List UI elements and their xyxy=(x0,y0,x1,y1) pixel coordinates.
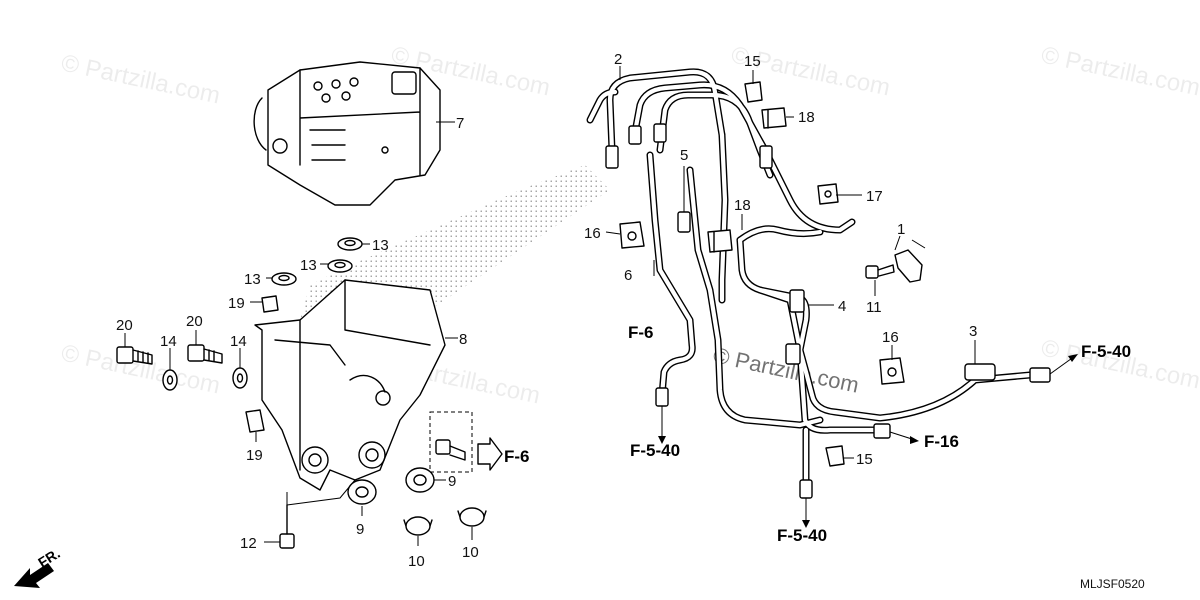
front-label: FR. xyxy=(35,545,63,571)
callout-5: 5 xyxy=(680,147,688,164)
grommet-13-top xyxy=(337,237,363,251)
front-direction-indicator: FR. xyxy=(14,545,63,588)
collar-9-right xyxy=(405,467,435,493)
diagram-code: MLJSF0520 xyxy=(1080,577,1145,591)
clamp-16-right xyxy=(879,357,905,385)
callout-13-left: 13 xyxy=(244,271,261,288)
collar-9-left xyxy=(347,479,377,505)
callout-7: 7 xyxy=(456,115,464,132)
callout-14-right: 14 xyxy=(230,333,247,350)
ref-f6-hose: F-6 xyxy=(628,323,654,342)
arrowhead xyxy=(802,520,810,528)
callout-6: 6 xyxy=(624,267,632,284)
callout-16-right: 16 xyxy=(882,329,899,346)
ref-f5-40-right: F-5-40 xyxy=(1081,342,1131,361)
callout-18-mid: 18 xyxy=(734,197,751,214)
watermark: © Partzilla.com xyxy=(1039,41,1200,101)
clip-19-bottom xyxy=(245,409,265,433)
abs-modulator xyxy=(253,61,441,206)
clamp-18-top xyxy=(761,107,787,129)
callout-8: 8 xyxy=(459,331,467,348)
ref-f6-bracket: F-6 xyxy=(504,447,530,466)
washer-14-left xyxy=(162,369,178,391)
collar-10-right xyxy=(457,507,487,527)
stay-1 xyxy=(894,249,923,283)
callout-16-left: 16 xyxy=(584,225,601,242)
grommet-13-mid xyxy=(327,259,353,273)
washer-14-right xyxy=(232,367,248,389)
callout-9-left: 9 xyxy=(356,521,364,538)
arrowhead xyxy=(658,436,666,444)
callout-11: 11 xyxy=(866,299,882,316)
leader-lines xyxy=(124,66,1076,546)
clip-17 xyxy=(817,183,839,205)
callout-10-right: 10 xyxy=(462,544,479,561)
abs-bracket xyxy=(254,279,446,491)
bolt-20-right xyxy=(187,344,223,364)
callout-4: 4 xyxy=(838,298,846,315)
collar-10-left xyxy=(403,516,433,536)
clip-19-top xyxy=(261,295,279,313)
callout-20-right: 20 xyxy=(186,313,203,330)
bolt-12 xyxy=(279,504,295,549)
brake-pipe-harness xyxy=(586,68,1051,499)
arrow-f6-right xyxy=(477,437,503,471)
callout-15-bottom: 15 xyxy=(856,451,873,468)
callout-17: 17 xyxy=(866,188,883,205)
callout-18-top: 18 xyxy=(798,109,815,126)
clip-15-bottom xyxy=(825,445,845,467)
callout-14-left: 14 xyxy=(160,333,177,350)
ref-f5-40-left: F-5-40 xyxy=(630,441,680,460)
callout-19-top: 19 xyxy=(228,295,245,312)
callout-9-right: 9 xyxy=(448,473,456,490)
ref-f5-40-bottom: F-5-40 xyxy=(777,526,827,545)
clamp-16-left xyxy=(619,221,645,249)
callout-20-left: 20 xyxy=(116,317,133,334)
clamp-18-mid xyxy=(707,229,733,253)
arrowhead xyxy=(1068,354,1078,362)
callout-12: 12 xyxy=(240,535,257,552)
bolt-f6 xyxy=(429,411,473,473)
ref-f16: F-16 xyxy=(924,432,959,451)
callout-numbers: 7 8 13 13 13 19 19 20 20 14 14 9 9 10 10… xyxy=(116,51,977,570)
callout-10-left: 10 xyxy=(408,553,425,570)
watermark: © Partzilla.com xyxy=(59,49,223,109)
callout-2: 2 xyxy=(614,51,622,68)
callout-1: 1 xyxy=(897,221,905,238)
clip-15-top xyxy=(744,81,763,103)
reference-labels: F-6 F-6 F-5-40 F-5-40 F-5-40 F-16 xyxy=(504,323,1131,545)
callout-13-top: 13 xyxy=(372,237,389,254)
front-arrow-icon xyxy=(14,563,54,588)
callout-15-top: 15 xyxy=(744,53,761,70)
callout-13-mid: 13 xyxy=(300,257,317,274)
callout-3: 3 xyxy=(969,323,977,340)
bolt-11 xyxy=(865,264,895,279)
grommet-13-left xyxy=(271,272,297,286)
bolt-20-left xyxy=(116,346,153,365)
callout-19-bottom: 19 xyxy=(246,447,263,464)
arrowhead xyxy=(910,436,919,444)
